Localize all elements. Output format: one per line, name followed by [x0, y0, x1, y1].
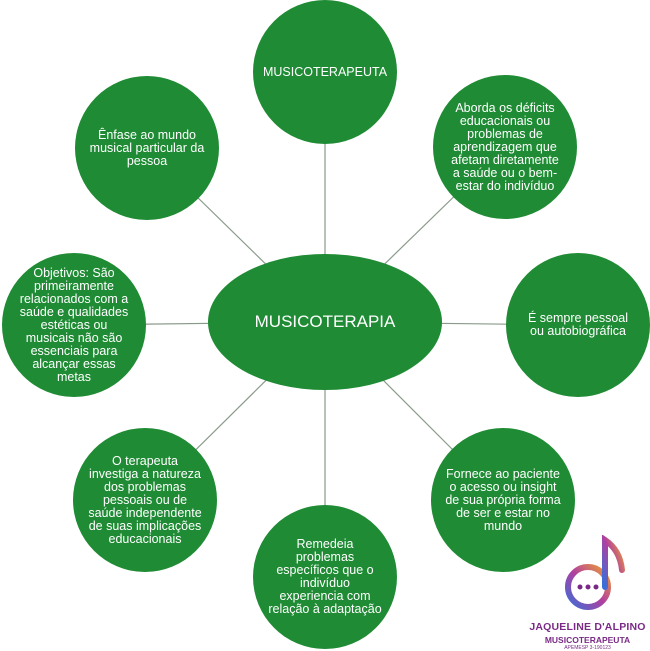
music-note-chat-icon [565, 535, 625, 610]
center-node: MUSICOTERAPIA [208, 254, 442, 390]
node-pessoal-autobiografica: É sempre pessoal ou autobiográfica [506, 253, 650, 397]
logo: JAQUELINE D'ALPINO MUSICOTERAPEUTA APEME… [529, 535, 650, 651]
logo-name: JAQUELINE D'ALPINO [529, 621, 646, 633]
logo-registration: APEMESP 3-190123 [564, 645, 611, 651]
node-mundo-musical: Ênfase ao mundo musical particular da pe… [75, 76, 219, 220]
node-adaptacao: Remedeia problemas específicos que o ind… [253, 505, 397, 649]
node-terapeuta-investiga: O terapeuta investiga a natureza dos pro… [73, 428, 217, 572]
logo-title: MUSICOTERAPEUTA [544, 635, 631, 645]
node-insight: Fornece ao paciente o acesso ou insight … [431, 428, 575, 572]
node-deficits-educacionais: Aborda os déficits educacionais ou probl… [433, 75, 577, 219]
node-objetivos: Objetivos: São primeiramente relacionado… [2, 253, 146, 397]
node-musicoterapeuta: MUSICOTERAPEUTA [253, 0, 397, 144]
